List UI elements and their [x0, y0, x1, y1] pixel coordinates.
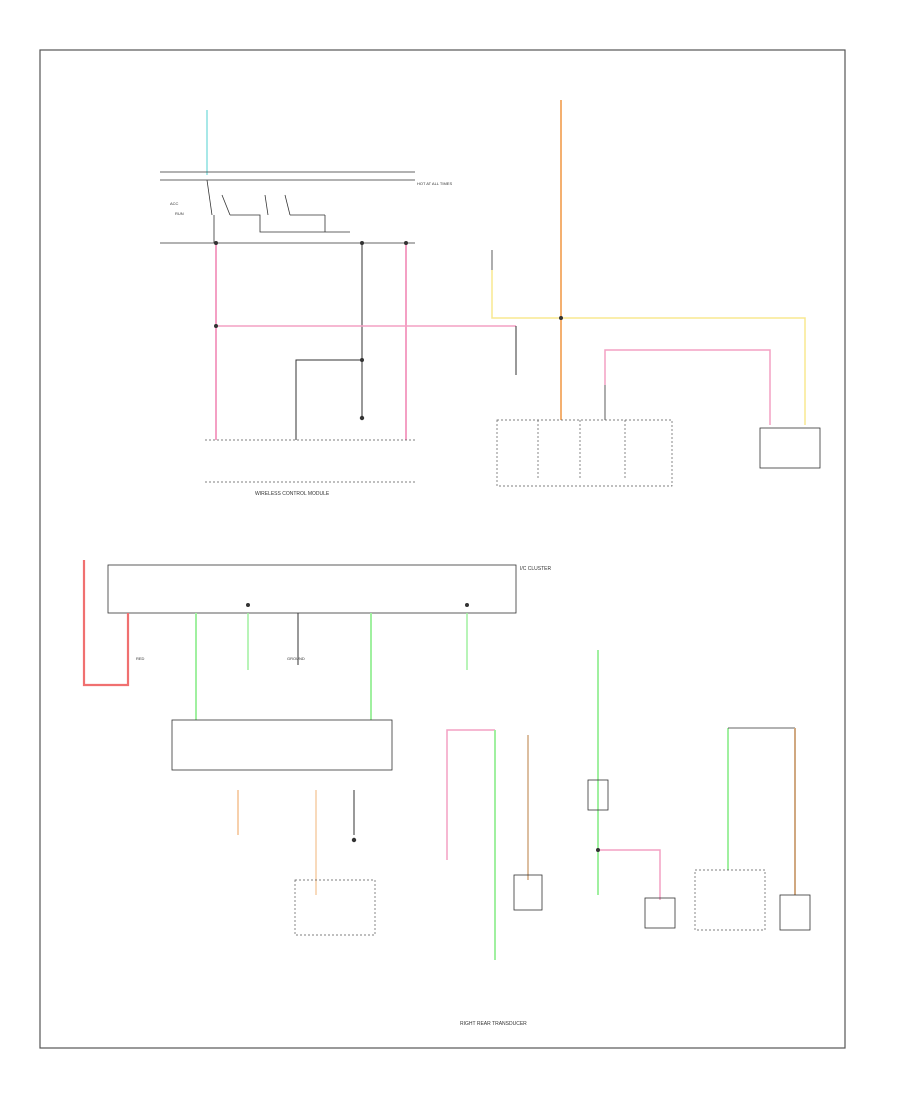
wire-pink-branch [604, 349, 771, 425]
right-component-box [759, 427, 821, 469]
switch-contact-4 [284, 194, 291, 216]
caption-ic-cluster: I/C CLUSTER [520, 566, 552, 572]
diagram-frame [39, 49, 846, 1049]
wire-red [82, 560, 130, 687]
label-red: RED [136, 656, 145, 661]
wire-black-ground [295, 359, 362, 440]
wire-pink-center [598, 849, 661, 900]
pin-dot-2 [465, 603, 469, 607]
ic-cluster-box [107, 564, 517, 614]
label-acc: ACC [170, 201, 179, 206]
inline-component [587, 779, 609, 811]
lower-section: RIGHT REAR TRANSDUCER [171, 650, 811, 1027]
splice-dot-2 [360, 241, 364, 245]
caption-right-rear-transducer: RIGHT REAR TRANSDUCER [460, 1021, 527, 1027]
switch-contact-2 [221, 194, 231, 216]
wireless-control-module-section: WIRELESS CONTROL MODULE ACC RUN HOT AT A… [160, 110, 517, 497]
wire-pink-rr [446, 729, 495, 860]
transducer-rr-box [513, 874, 543, 911]
pin-dot-1 [246, 603, 250, 607]
ground-dot-2 [351, 837, 357, 843]
splice-dot-4 [214, 324, 218, 328]
dashed-box-fr [694, 869, 766, 931]
label-run: RUN [175, 211, 184, 216]
splice-dot-5 [360, 358, 364, 362]
right-module-section [491, 100, 821, 487]
label-hot: HOT AT ALL TIMES [417, 181, 452, 186]
sensor-box-fr [779, 894, 811, 931]
switch-contact-3 [264, 194, 269, 216]
wire-yellow [491, 270, 806, 425]
switch-contact-1 [206, 179, 213, 216]
splice-dot-1 [214, 241, 218, 245]
ground-dot [359, 415, 365, 421]
splice-dot-3 [404, 241, 408, 245]
label-ground: GROUND [287, 656, 305, 661]
splice-dot-6 [559, 316, 563, 320]
sensor-box-center [644, 897, 676, 929]
caption-wireless-control-module: WIRELESS CONTROL MODULE [255, 491, 330, 497]
switch-link [230, 214, 350, 233]
ic-cluster-section: I/C CLUSTER RED GROUND [82, 560, 552, 720]
lower-module-box [171, 719, 393, 771]
lower-dashed-box [294, 879, 376, 936]
relay-module-box [496, 419, 673, 487]
splice-dot-7 [596, 848, 600, 852]
